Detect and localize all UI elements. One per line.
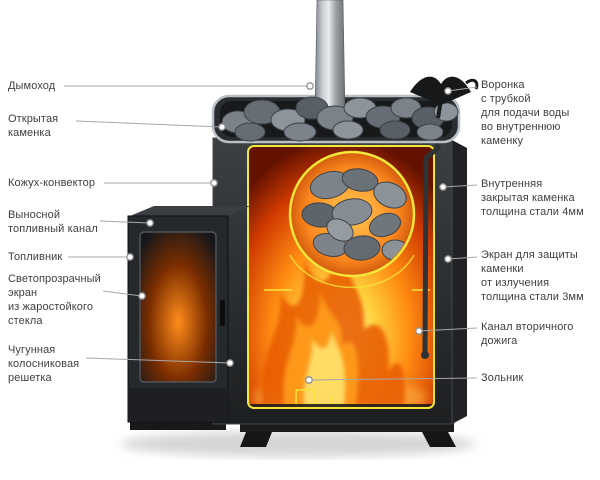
chimney-pipe xyxy=(314,0,346,113)
label-fuel-channel: Выносной топливный канал xyxy=(8,209,98,235)
leader-lines xyxy=(64,85,478,381)
label-firebox: Топливник xyxy=(8,251,63,263)
label-open-kamenka: Открытая каменка xyxy=(8,113,59,139)
leader-dots xyxy=(126,82,452,384)
door-glass xyxy=(139,231,217,383)
label-ash-pan: Зольник xyxy=(481,372,524,384)
cut-section-lines xyxy=(247,145,435,409)
stones-top xyxy=(221,96,459,142)
inner-kamenka xyxy=(288,150,416,278)
label-inner-kamenka: Внутренняя закрытая каменка толщина стал… xyxy=(481,178,584,218)
label-afterburn-channel: Канал вторичного дожига xyxy=(481,321,574,347)
label-convector-casing: Кожух-конвектор xyxy=(8,177,96,189)
door xyxy=(127,206,250,423)
label-grate: Чугунная колосниковая решетка xyxy=(8,344,80,384)
door-handle xyxy=(220,300,225,326)
label-chimney: Дымоход xyxy=(8,80,56,92)
kamenka-stones xyxy=(301,168,409,261)
label-protection-screen: Экран для защиты каменки от излучения то… xyxy=(481,249,584,303)
label-funnel: Воронка с трубкой для подачи воды во вну… xyxy=(481,79,570,147)
label-glass-screen: Светопрозрачный экран из жаростойкого ст… xyxy=(8,273,101,327)
floor-shadow xyxy=(120,431,476,457)
ash-drawer-front xyxy=(128,388,228,422)
